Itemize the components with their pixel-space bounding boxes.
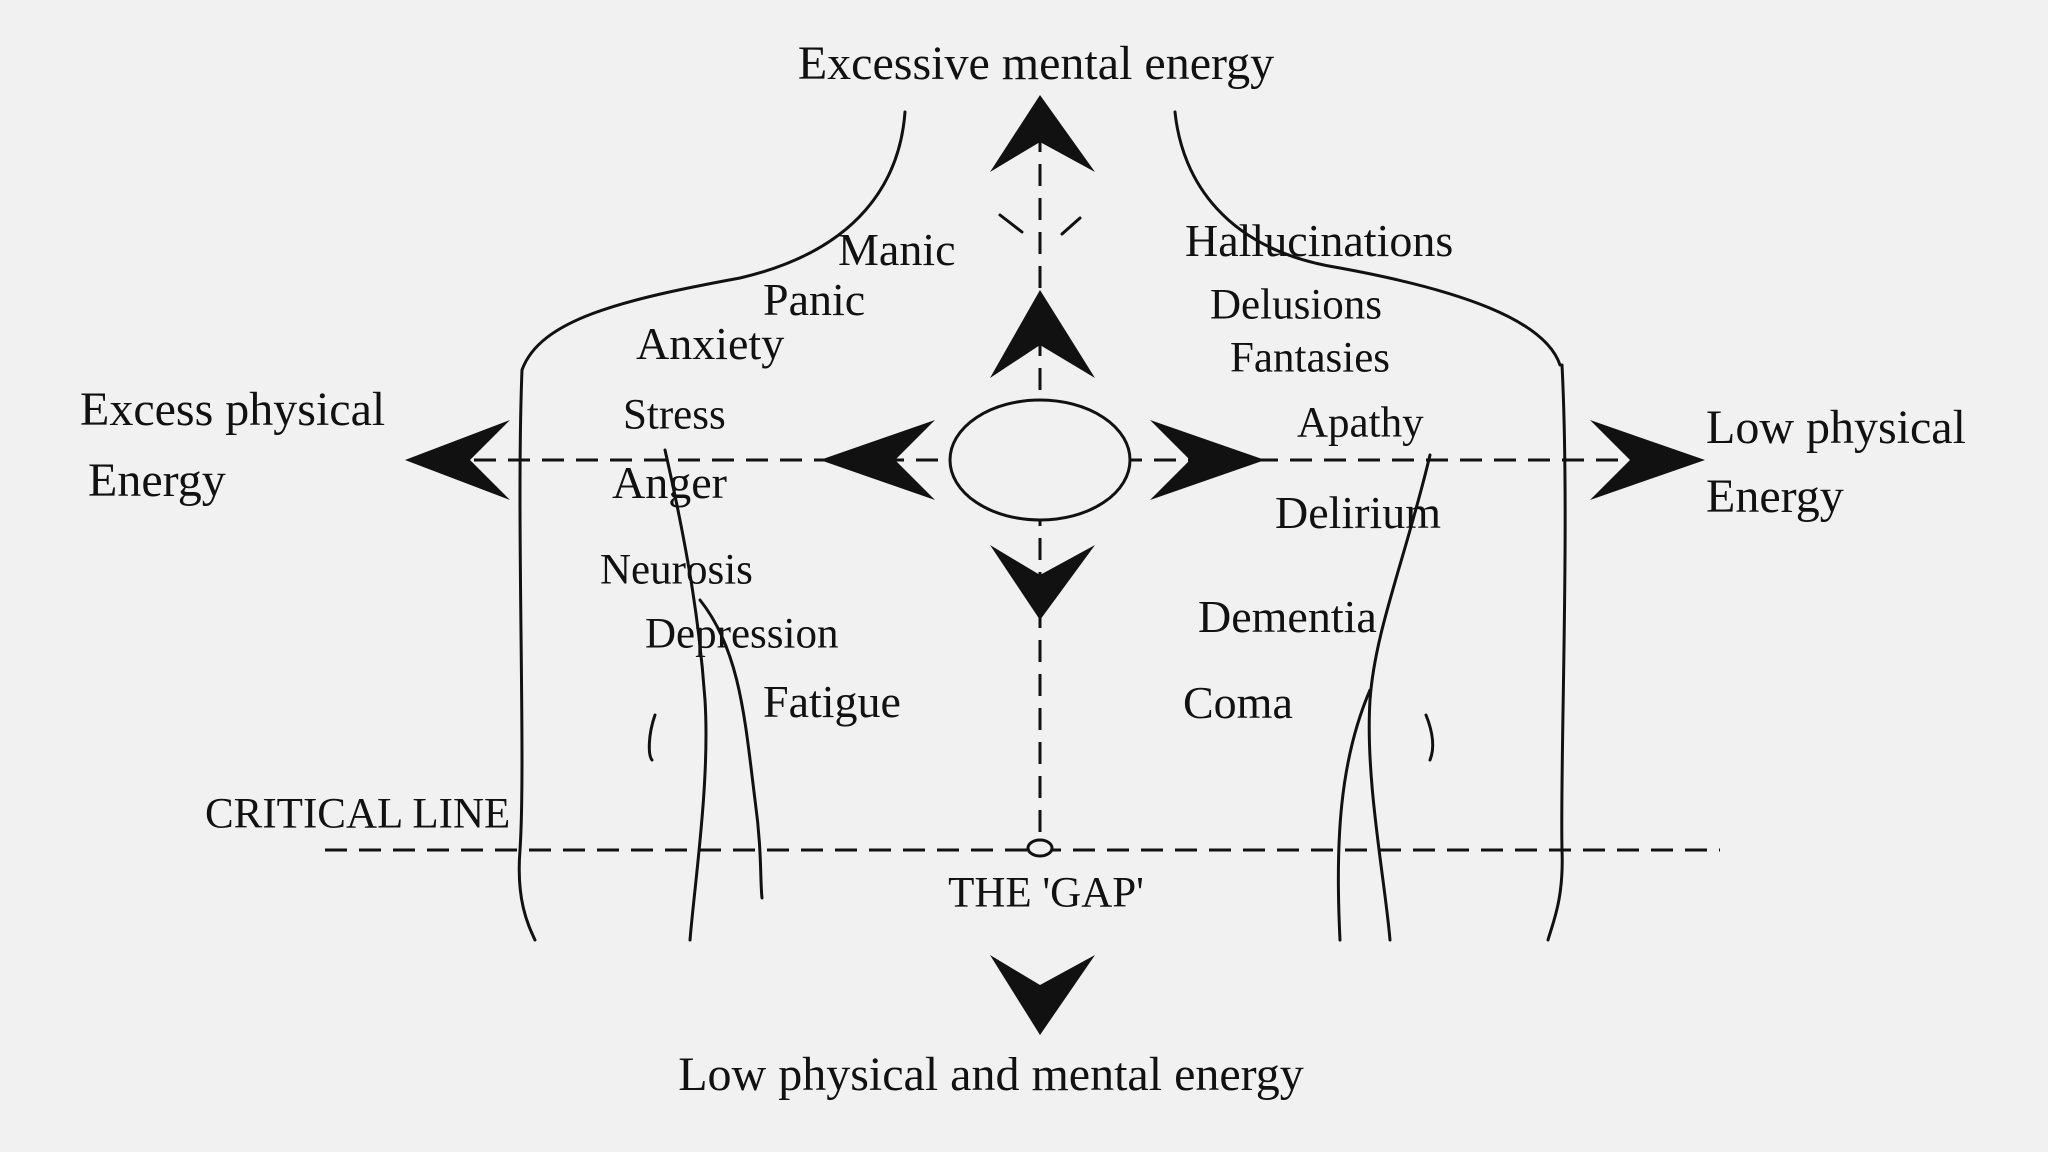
state-hallucinations: Hallucinations xyxy=(1185,215,1454,266)
arrow-right-inner xyxy=(1150,420,1265,500)
arrow-down-inner xyxy=(990,545,1095,620)
right-torso-outline xyxy=(1546,363,1567,942)
arrow-right-outer xyxy=(1590,420,1705,500)
right-bracket xyxy=(1424,713,1435,762)
bottom-label: Low physical and mental energy xyxy=(678,1048,1304,1101)
state-anger: Anger xyxy=(612,457,727,508)
state-depression: Depression xyxy=(645,610,839,658)
top-label: Excessive mental energy xyxy=(797,37,1275,90)
left-torso-outline xyxy=(517,368,537,942)
center-ellipse xyxy=(948,398,1132,522)
state-stress: Stress xyxy=(623,391,726,439)
tick-mark xyxy=(1060,216,1082,236)
left-bracket xyxy=(647,713,657,762)
state-fantasies: Fantasies xyxy=(1230,334,1391,382)
right-inner-arm-line-2 xyxy=(1336,688,1372,942)
state-coma: Coma xyxy=(1183,677,1293,728)
state-delirium: Delirium xyxy=(1275,487,1442,538)
state-dementia: Dementia xyxy=(1198,591,1377,642)
state-fatigue: Fatigue xyxy=(763,676,901,727)
left-inner-arm-line xyxy=(663,448,708,942)
state-apathy: Apathy xyxy=(1297,399,1424,447)
arrow-up-top xyxy=(990,95,1095,172)
state-neurosis: Neurosis xyxy=(600,546,753,594)
arrow-left-inner xyxy=(820,420,935,500)
left-label-line1: Excess physical xyxy=(80,383,386,436)
arrow-down-bottom xyxy=(990,955,1095,1035)
tick-mark xyxy=(998,213,1024,234)
state-delusions: Delusions xyxy=(1210,281,1382,329)
arrow-left-outer xyxy=(405,420,510,500)
left-shoulder-outline xyxy=(520,110,907,372)
state-manic: Manic xyxy=(838,224,956,275)
left-label-line2: Energy xyxy=(88,454,226,507)
right-label-line1: Low physical xyxy=(1706,401,1966,454)
gap-marker xyxy=(1026,838,1054,858)
state-anxiety: Anxiety xyxy=(636,318,785,369)
arrow-up-inner xyxy=(990,290,1095,378)
right-shoulder-outline xyxy=(1173,110,1562,367)
state-panic: Panic xyxy=(763,274,866,325)
right-inner-arm-line xyxy=(1367,453,1432,942)
critical-line-label: CRITICAL LINE xyxy=(205,790,511,838)
left-inner-arm-line-2 xyxy=(698,598,764,900)
gap-label: THE 'GAP' xyxy=(948,869,1144,917)
right-label-line2: Energy xyxy=(1706,470,1844,523)
